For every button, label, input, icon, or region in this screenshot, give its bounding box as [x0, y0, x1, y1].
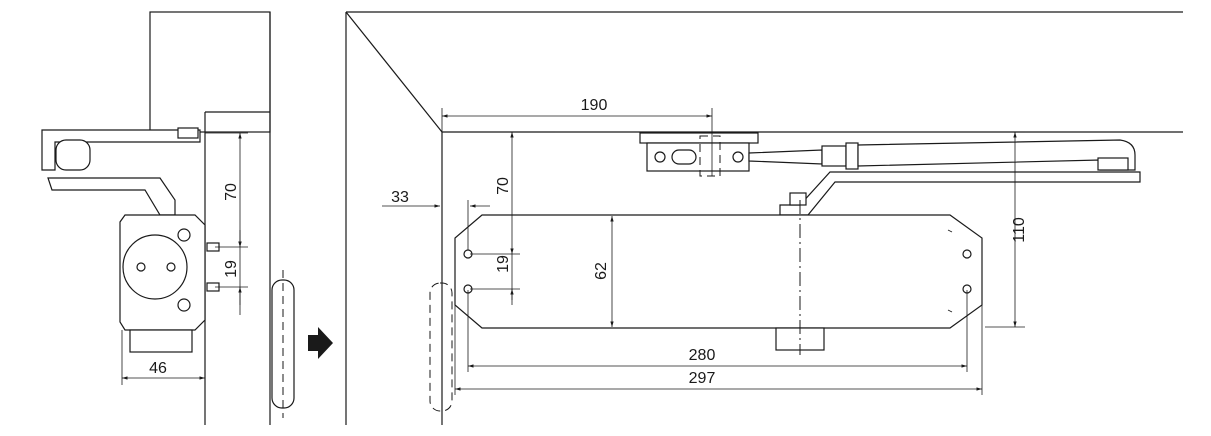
view-direction-arrow-icon	[308, 327, 333, 359]
side-valve-block	[129, 329, 193, 353]
side-shoe	[177, 127, 199, 139]
front-endcap-mark-top	[947, 229, 953, 233]
dim-19-front-label: 19	[495, 255, 512, 273]
dim-33-label: 33	[391, 189, 409, 206]
dim-70-front-label: 70	[495, 177, 512, 195]
front-shoe-body	[646, 142, 750, 172]
front-shoe-screw-right	[732, 151, 744, 163]
front-view: 190 33 70 19 62 110 280 297	[345, 11, 1183, 425]
front-arm-nut	[821, 145, 847, 167]
dim-190-label: 190	[581, 97, 608, 114]
side-closer-body	[119, 214, 206, 331]
front-shoe-screw-left	[654, 151, 666, 163]
dim-297-label: 297	[689, 370, 716, 387]
front-lower-arm	[779, 171, 1141, 216]
front-shoe-slot	[671, 149, 697, 165]
door-frame-upper	[149, 11, 271, 133]
dim-62-label: 62	[593, 262, 610, 280]
dim-70-side-label: 70	[223, 183, 240, 201]
front-spindle-cap	[789, 192, 807, 206]
dim-280-label: 280	[689, 347, 716, 364]
dim-19-side-label: 19	[223, 260, 240, 278]
side-lower-arm	[47, 177, 176, 216]
front-screw-tr	[962, 249, 972, 259]
dim-46-label: 46	[149, 360, 167, 377]
front-closer-body	[454, 214, 983, 329]
front-frame-diagonal	[345, 11, 443, 133]
dim-110-label: 110	[1011, 217, 1028, 243]
front-shoe-hidden-slot	[699, 135, 721, 177]
front-shoe-plate	[639, 132, 759, 144]
front-endcap-mark-bottom	[947, 309, 953, 313]
front-arm-pivot	[1097, 157, 1129, 171]
side-view: 70 19 46	[41, 11, 295, 425]
side-cap-hole-right	[166, 262, 176, 272]
front-hinge-hidden	[429, 282, 453, 412]
side-closer-cap	[122, 234, 188, 300]
front-arm-rod	[748, 149, 823, 165]
side-screw-bottom	[177, 298, 191, 312]
side-roller	[55, 139, 91, 171]
side-screw-top	[177, 228, 191, 242]
front-arm-sleeve	[845, 142, 859, 170]
side-cap-hole-left	[136, 262, 146, 272]
front-main-arm	[857, 139, 1136, 171]
